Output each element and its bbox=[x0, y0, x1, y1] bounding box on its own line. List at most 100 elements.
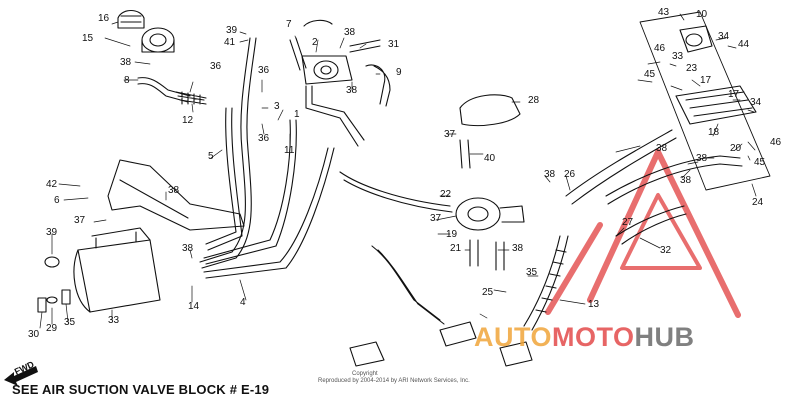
callout-37: 19 bbox=[446, 229, 458, 240]
callout-33: 30 bbox=[28, 329, 40, 340]
callout-38: 38 bbox=[680, 175, 692, 186]
parts-19-21-hoses bbox=[469, 239, 505, 271]
callout-18: 18 bbox=[708, 127, 720, 138]
part-6-bracket bbox=[107, 159, 245, 231]
callout-38: 37 bbox=[74, 215, 86, 226]
callout-39: 38 bbox=[182, 243, 194, 254]
part-22-pump bbox=[455, 197, 525, 231]
callout-38: 38 bbox=[120, 57, 132, 68]
callout-4: 33 bbox=[108, 315, 120, 326]
callout-36: 36 bbox=[258, 133, 270, 144]
callout-5: 5 bbox=[208, 151, 214, 162]
callout-12: 12 bbox=[182, 115, 194, 126]
callout-41: 41 bbox=[224, 37, 236, 48]
part-12-spring-hose bbox=[175, 91, 207, 105]
callout-39: 39 bbox=[226, 25, 238, 36]
callout-43: 43 bbox=[658, 7, 670, 18]
callout-20: 20 bbox=[730, 143, 742, 154]
callout-27: 32 bbox=[660, 245, 672, 256]
part-7-pipe bbox=[289, 19, 333, 71]
callout-33: 33 bbox=[672, 51, 684, 62]
callout-32: 39 bbox=[46, 227, 58, 238]
callout-34: 34 bbox=[718, 31, 730, 42]
callout-26: 26 bbox=[564, 169, 576, 180]
callout-16: 16 bbox=[98, 13, 110, 24]
part-4-canister bbox=[73, 227, 161, 313]
part-28-canister bbox=[459, 94, 521, 127]
callout-24: 24 bbox=[752, 197, 764, 208]
callout-28: 28 bbox=[528, 95, 540, 106]
callout-45: 45 bbox=[754, 157, 766, 168]
watermark-triangle bbox=[545, 149, 741, 318]
callout-21: 38 bbox=[512, 243, 524, 254]
part-1-connector bbox=[305, 85, 365, 147]
callout-42: 6 bbox=[54, 195, 60, 206]
callout-2: 2 bbox=[312, 37, 318, 48]
part-15-valve bbox=[141, 27, 175, 53]
callout-25: 13 bbox=[588, 299, 600, 310]
callout-46: 46 bbox=[770, 137, 782, 148]
part-26-hose bbox=[565, 129, 677, 205]
callout-38: 38 bbox=[344, 27, 356, 38]
callout-11: 11 bbox=[284, 145, 295, 156]
callout-14: 35 bbox=[526, 267, 538, 278]
watermark-part3: HUB bbox=[634, 322, 695, 352]
part-40-hose bbox=[459, 139, 471, 169]
callout-36: 36 bbox=[258, 65, 270, 76]
callout-29: 35 bbox=[64, 317, 76, 328]
callout-9: 9 bbox=[396, 67, 402, 78]
part-27-hose bbox=[615, 205, 687, 245]
callout-7: 7 bbox=[286, 19, 292, 30]
part-5-tube bbox=[205, 107, 243, 251]
leader-lines bbox=[39, 13, 757, 329]
fwd-arrow-icon bbox=[4, 366, 38, 386]
part-8-hose bbox=[137, 77, 191, 103]
part-11-tube bbox=[203, 119, 297, 265]
part-16-clamp bbox=[117, 9, 145, 29]
callout-31: 31 bbox=[388, 39, 400, 50]
part-17-valve-assembly bbox=[675, 85, 757, 125]
callout-1: 1 bbox=[294, 109, 300, 120]
callout-37: 22 bbox=[440, 189, 452, 200]
part-25-spring-hose bbox=[523, 235, 569, 331]
callout-38: 38 bbox=[696, 153, 708, 164]
callout-46: 46 bbox=[654, 43, 666, 54]
callout-15: 15 bbox=[82, 33, 94, 44]
callout-38: 27 bbox=[622, 217, 634, 228]
callout-17: 17 bbox=[700, 75, 712, 86]
callout-38: 38 bbox=[656, 143, 668, 154]
callout-38: 38 bbox=[346, 85, 358, 96]
callout-44: 44 bbox=[738, 39, 750, 50]
callout-45: 45 bbox=[644, 69, 656, 80]
watermark-logo: AUTOMOTOHUB bbox=[474, 322, 695, 353]
callout-30: 29 bbox=[46, 323, 58, 334]
callout-22: 37 bbox=[430, 213, 442, 224]
part-41-tube bbox=[199, 37, 257, 269]
copyright-text: Reproduced by 2004-2014 by ARI Network S… bbox=[318, 378, 470, 384]
copyright-label: Copyright bbox=[352, 371, 378, 377]
diagram-caption: SEE AIR SUCTION VALVE BLOCK # E-19 bbox=[12, 382, 270, 397]
callout-40: 40 bbox=[484, 153, 496, 164]
watermark-part2: MOTO bbox=[552, 322, 635, 352]
callout-35: 25 bbox=[482, 287, 494, 298]
callout-6: 38 bbox=[168, 185, 180, 196]
watermark-part1: AUTO bbox=[474, 322, 553, 352]
callout-10: 10 bbox=[696, 9, 708, 20]
callout-38: 14 bbox=[188, 301, 200, 312]
part-9-hose bbox=[365, 64, 391, 107]
part-14-tubes bbox=[339, 171, 453, 325]
lower-clamp-parts bbox=[349, 321, 533, 367]
callout-38: 38 bbox=[544, 169, 556, 180]
callout-36: 36 bbox=[210, 61, 222, 72]
part-10-valve-block bbox=[679, 25, 713, 53]
part-31-hose bbox=[349, 39, 381, 53]
part-13-tube bbox=[203, 147, 335, 279]
valve-block-frame bbox=[639, 11, 771, 191]
callout-38: 42 bbox=[46, 179, 58, 190]
callout-8: 8 bbox=[124, 75, 130, 86]
callout-19: 21 bbox=[450, 243, 462, 254]
callout-13: 4 bbox=[240, 297, 246, 308]
callout-34: 34 bbox=[750, 97, 762, 108]
part-2-valve-body bbox=[301, 55, 353, 85]
